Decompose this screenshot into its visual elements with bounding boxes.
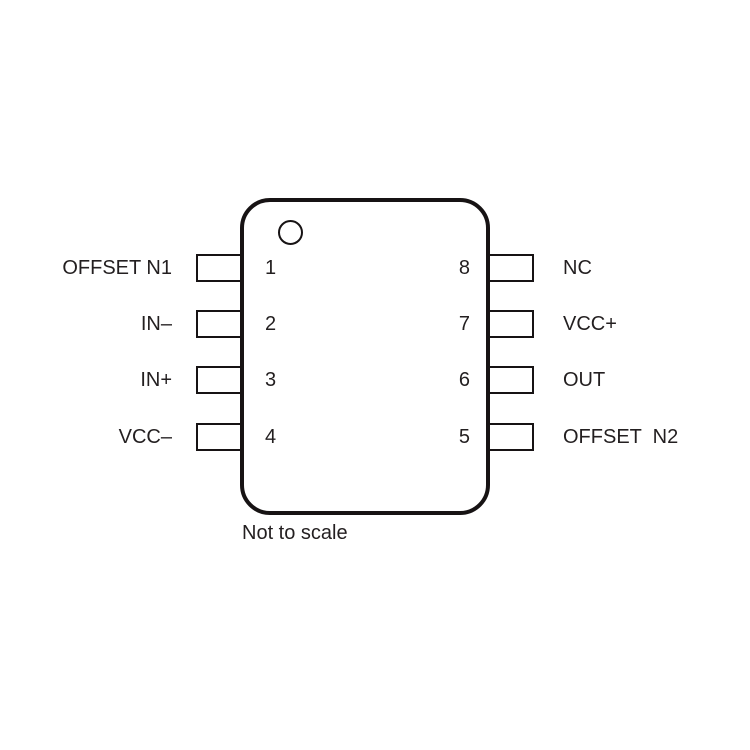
pin-number-7: 7 bbox=[458, 313, 470, 335]
pin-number-5: 5 bbox=[458, 426, 470, 448]
pin-lead-2 bbox=[196, 310, 242, 338]
pin-lead-8 bbox=[488, 254, 534, 282]
pin-lead-6 bbox=[488, 366, 534, 394]
pin-lead-1 bbox=[196, 254, 242, 282]
pin-number-8: 8 bbox=[458, 257, 470, 279]
pin-label-offset-n1: OFFSET N1 bbox=[62, 257, 172, 279]
pin-number-1: 1 bbox=[265, 257, 277, 279]
pin-lead-3 bbox=[196, 366, 242, 394]
pin-lead-7 bbox=[488, 310, 534, 338]
pin-label-nc: NC bbox=[563, 257, 592, 279]
scale-note: Not to scale bbox=[242, 522, 348, 544]
pin-lead-5 bbox=[488, 423, 534, 451]
pin-label-vcc-minus: VCC– bbox=[118, 426, 172, 448]
pin-number-4: 4 bbox=[265, 426, 277, 448]
pin1-indicator-icon bbox=[278, 220, 303, 245]
pin-label-offset-n2: OFFSET N2 bbox=[563, 426, 679, 448]
pin-label-in-plus: IN+ bbox=[140, 369, 172, 391]
pin-number-6: 6 bbox=[458, 369, 470, 391]
pin-label-out: OUT bbox=[563, 369, 606, 391]
pin-lead-4 bbox=[196, 423, 242, 451]
chip-body bbox=[240, 198, 490, 515]
pin-number-2: 2 bbox=[265, 313, 277, 335]
pin-label-vcc-plus: VCC+ bbox=[563, 313, 617, 335]
pin-label-in-minus: IN– bbox=[140, 313, 172, 335]
pin-number-3: 3 bbox=[265, 369, 277, 391]
